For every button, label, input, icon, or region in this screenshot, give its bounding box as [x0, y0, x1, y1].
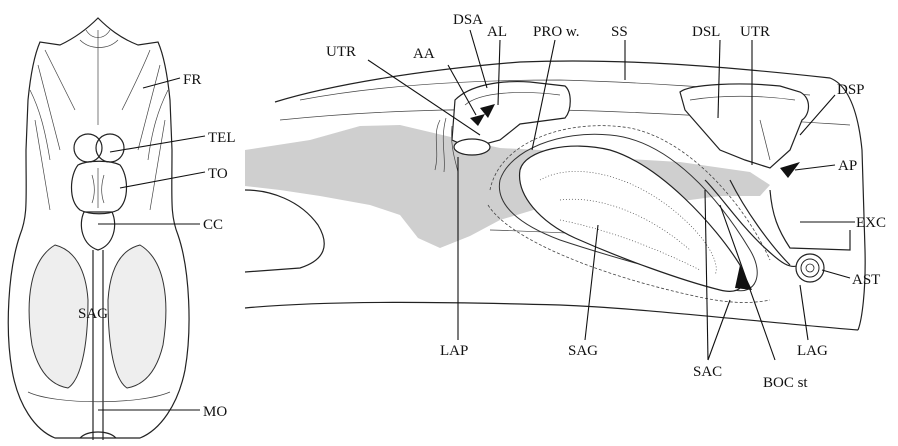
label-mo: MO [203, 404, 227, 420]
lapillus [454, 139, 490, 155]
label-dsl: DSL [692, 24, 720, 40]
label-sag-left: SAG [78, 306, 108, 322]
label-ss: SS [611, 24, 628, 40]
cerebellum [81, 212, 114, 250]
optic-tectum [72, 161, 127, 214]
label-al: AL [487, 24, 507, 40]
telencephalon-right-lobe [96, 134, 124, 162]
dorsal-view [8, 18, 205, 440]
label-fr: FR [183, 72, 201, 88]
lateral-view [245, 30, 865, 360]
label-exc: EXC [856, 215, 886, 231]
label-sag-right: SAG [568, 343, 598, 359]
label-to: TO [208, 166, 228, 182]
medulla [93, 250, 103, 440]
label-cc: CC [203, 217, 223, 233]
label-aa: AA [413, 46, 435, 62]
label-sac: SAC [693, 364, 722, 380]
label-dsa: DSA [453, 12, 483, 28]
label-utr-left: UTR [326, 44, 356, 60]
label-pro-w: PRO w. [533, 24, 580, 40]
asteriscus [796, 254, 824, 282]
label-ap: AP [838, 158, 857, 174]
anterior-canal [452, 82, 570, 148]
skull-outline [8, 18, 189, 438]
label-tel: TEL [208, 130, 236, 146]
telencephalon-left-lobe [74, 134, 102, 162]
label-lap: LAP [440, 343, 468, 359]
label-lag: LAG [797, 343, 828, 359]
label-ast: AST [852, 272, 880, 288]
label-boc-st: BOC st [763, 375, 808, 391]
label-dsp: DSP [837, 82, 865, 98]
label-utr-right: UTR [740, 24, 770, 40]
right-sagitta [108, 245, 166, 388]
